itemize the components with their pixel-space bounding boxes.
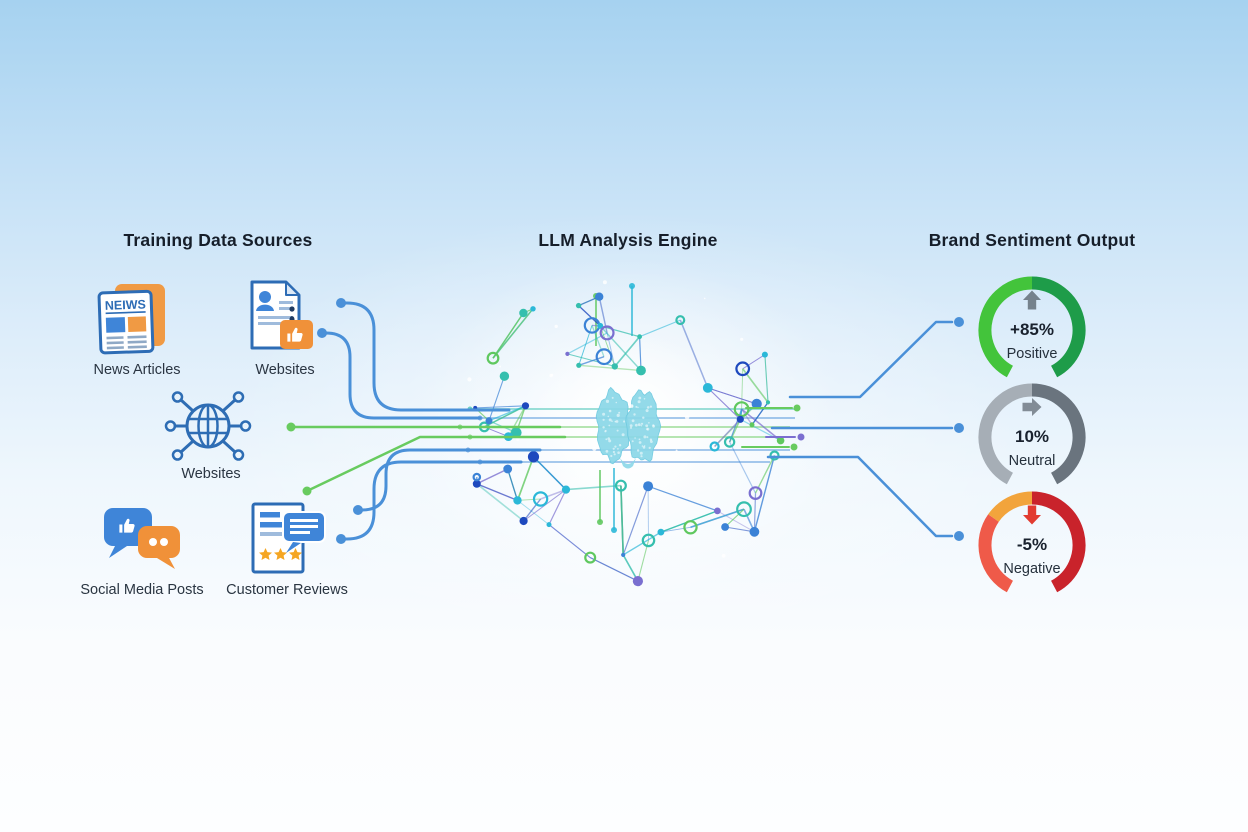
document-thumbs-up-icon — [250, 280, 313, 350]
websites-doc-label: Websites — [255, 362, 315, 378]
gauge-arc — [978, 383, 1086, 485]
globe-network-icon — [164, 391, 252, 461]
network-glow — [413, 257, 843, 607]
gauge-label: Positive — [1006, 346, 1058, 362]
wire-globe-2 — [305, 435, 567, 493]
gauge-arc — [978, 276, 1086, 378]
gauge-value: -5% — [1016, 535, 1048, 554]
thumbs-up-glyph — [287, 327, 303, 342]
gauge-value: 10% — [1014, 427, 1050, 446]
wire-to-negative — [766, 455, 954, 538]
review-document-icon — [251, 502, 326, 574]
star-rating — [259, 548, 302, 560]
websites-globe-label: Websites — [181, 466, 241, 482]
arrow-down-icon — [1019, 502, 1045, 528]
engine-heading: LLM Analysis Engine — [538, 230, 718, 250]
arrow-up-icon — [1019, 287, 1045, 313]
gauge-label: Negative — [1003, 561, 1061, 577]
thumbs-up-glyph — [119, 518, 135, 533]
chat-bubbles-icon — [104, 508, 180, 569]
gauge-value: +85% — [1010, 320, 1054, 339]
gauge-positive: +85% Positive — [967, 273, 1097, 393]
wire-reviews-1 — [356, 448, 542, 512]
gauge-neutral: 10% Neutral — [967, 380, 1097, 500]
newspaper-masthead: NEIWS — [105, 297, 146, 312]
news-articles-label: News Articles — [93, 362, 181, 378]
wire-reviews-2 — [339, 460, 523, 541]
gauge-arc — [978, 491, 1086, 593]
customer-reviews-label: Customer Reviews — [226, 582, 348, 598]
output-heading: Brand Sentiment Output — [928, 230, 1136, 250]
brain-glow — [528, 328, 728, 528]
gauge-label: Neutral — [1008, 453, 1056, 469]
sources-heading: Training Data Sources — [123, 230, 313, 250]
wire-websites-doc-1 — [339, 301, 511, 412]
wire-endpoint-dots — [286, 298, 964, 544]
wire-to-positive — [788, 320, 954, 399]
gauge-negative: -5% Negative — [967, 488, 1097, 608]
arrow-right-icon — [1019, 394, 1045, 420]
social-media-posts-label: Social Media Posts — [80, 582, 204, 598]
newspaper-icon: NEIWS — [97, 284, 165, 355]
